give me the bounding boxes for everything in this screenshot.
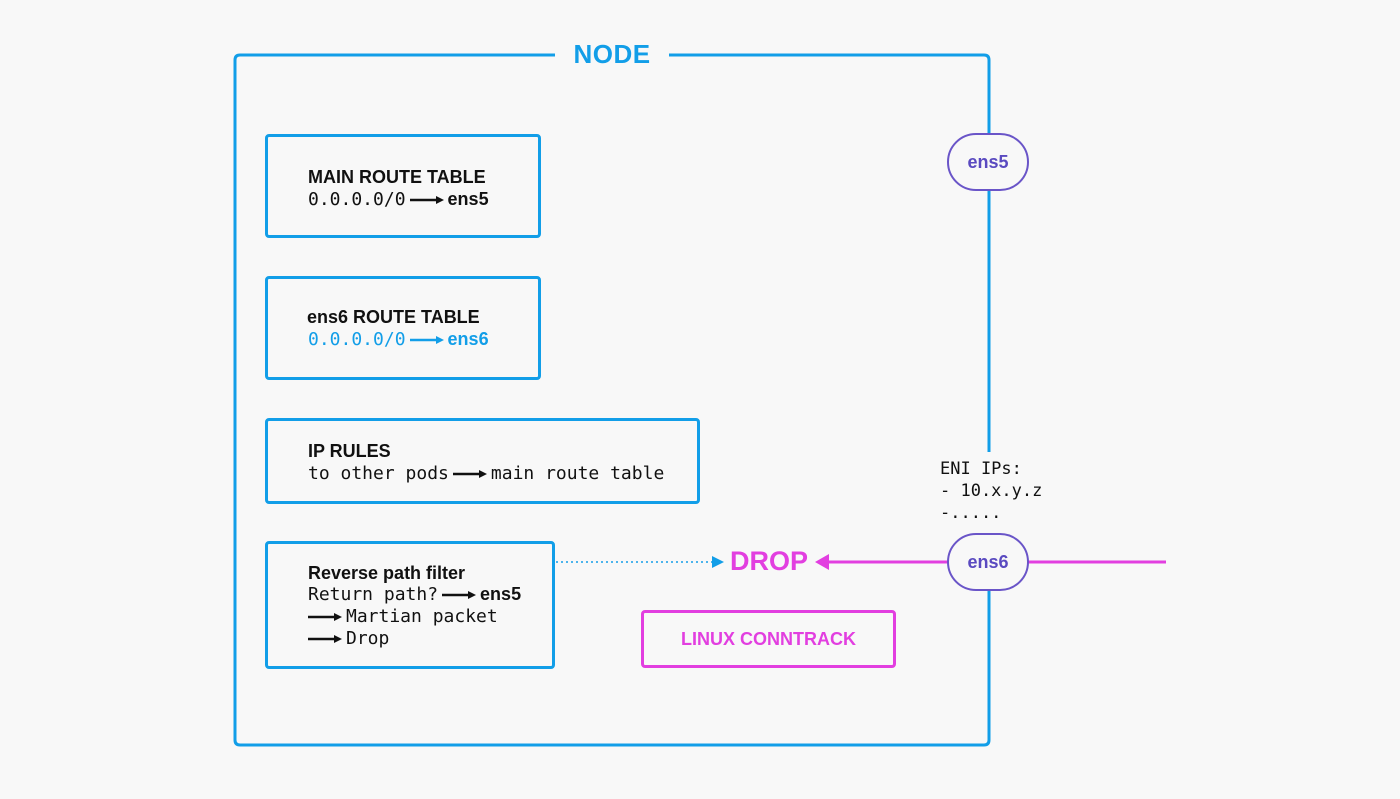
ens6-interface: ens6 [947,533,1029,591]
ens6-route-destination: 0.0.0.0/0 [308,329,406,350]
ip-rule-to: main route table [490,463,665,484]
rpf-return-target: ens5 [480,584,522,604]
ip-rules-rule: to other pods main route table [308,463,664,484]
arrow-icon [308,635,342,643]
arrow-icon [409,336,444,344]
ip-rules-title: IP RULES [308,441,391,461]
ens6-route-table-title: ens6 ROUTE TABLE [307,307,480,327]
ens6-route-table-route: 0.0.0.0/0 ens6 [308,329,489,350]
rpf-line3: Drop [308,628,389,649]
linux-conntrack-box: LINUX CONNTRACK [641,610,896,668]
arrow-icon [452,470,487,478]
main-route-destination: 0.0.0.0/0 [308,189,406,210]
rpf-martian-packet: Martian packet [346,606,498,627]
eni-ip-1: - 10.x.y.z [940,481,1043,501]
reverse-path-filter-box [265,541,555,669]
main-route-table-box [265,134,541,238]
drop-label: DROP [730,546,809,576]
node-border [233,53,991,747]
ens5-interface: ens5 [947,133,1029,191]
ens6-route-table-box [265,276,541,380]
rpf-line2: Martian packet [308,606,498,627]
main-route-table-title: MAIN ROUTE TABLE [308,167,486,187]
arrow-icon [409,196,444,204]
node-title: NODE [555,36,669,72]
rpf-line1: Return path? ens5 [308,584,521,605]
ens6-route-target: ens6 [447,329,489,349]
main-route-table-route: 0.0.0.0/0 ens5 [308,189,489,210]
arrow-icon [442,591,477,599]
main-route-target: ens5 [447,189,489,209]
ip-rule-from: to other pods [308,463,449,484]
drop-arrowhead [815,554,829,570]
rpf-drop: Drop [346,628,390,649]
ip-rules-box [265,418,700,504]
rpf-to-drop-arrowhead [712,556,724,568]
eni-ip-more: -..... [940,503,1002,523]
arrow-icon [308,613,342,621]
eni-ips-label: ENI IPs: - 10.x.y.z -..... [940,458,1042,524]
rpf-return-path: Return path? [308,584,439,605]
eni-gap-mask [980,452,1000,534]
eni-ips-heading: ENI IPs: [940,459,1022,479]
rpf-title: Reverse path filter [308,563,466,583]
